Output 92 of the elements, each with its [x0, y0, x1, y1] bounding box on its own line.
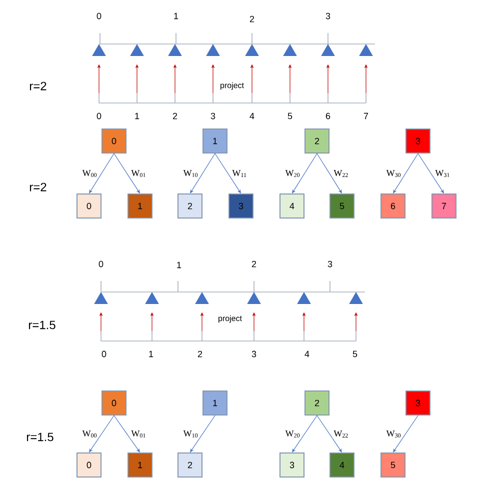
- edge-label: W$_{20}$: [284, 169, 302, 178]
- number-box: 2: [178, 194, 202, 218]
- number-box: 3: [280, 452, 304, 478]
- arrow: [292, 415, 318, 452]
- number-box: 1: [202, 128, 228, 154]
- axis-number: 0: [96, 112, 102, 120]
- triangle-marker: [349, 292, 363, 304]
- axis-number: 4: [304, 350, 310, 358]
- arrow: [114, 153, 140, 194]
- arrow: [89, 153, 114, 194]
- edge-label: W$_{00}$: [81, 430, 98, 438]
- number-box: 2: [304, 128, 330, 154]
- axis-number: 2: [252, 260, 256, 268]
- edge-label: W$_{00}$: [81, 169, 98, 178]
- triangle-marker: [92, 44, 106, 56]
- number-box: 0: [76, 194, 102, 218]
- number-box: 1: [128, 452, 152, 478]
- triangle-marker: [195, 292, 209, 304]
- axis-number: 0: [96, 12, 102, 20]
- number-box: 5: [380, 452, 406, 478]
- arrow: [393, 153, 418, 194]
- axis-number: 3: [328, 260, 332, 268]
- edge-label: W$_{10}$: [182, 430, 200, 438]
- number-box: 4: [280, 194, 304, 218]
- triangle-marker: [247, 292, 261, 304]
- triangle-marker: [283, 44, 297, 56]
- row-label: r=1.5: [28, 320, 56, 330]
- axis-number: 2: [250, 16, 254, 22]
- number-box: 2: [304, 390, 330, 416]
- arrow: [214, 153, 241, 194]
- number-box: 0: [76, 452, 102, 478]
- edge-label: W$_{31}$: [434, 169, 452, 178]
- project-label: project: [218, 315, 242, 323]
- number-box: 0: [102, 390, 126, 416]
- project-label: project: [220, 82, 244, 90]
- edge-label: W$_{30}$: [385, 430, 402, 438]
- edge-label: W$_{11}$: [231, 169, 248, 178]
- number-box: 6: [380, 194, 406, 218]
- axis-number: 3: [326, 12, 330, 20]
- edge-label: W$_{20}$: [284, 430, 302, 438]
- number-box: 3: [406, 390, 430, 416]
- number-box: 3: [228, 194, 254, 218]
- row-label: r=2: [30, 82, 46, 90]
- number-box: 7: [432, 194, 456, 218]
- row-label: r=2: [30, 182, 46, 192]
- triangle-marker: [297, 292, 311, 304]
- axis-number: 5: [288, 112, 292, 120]
- edge-label: W$_{10}$: [182, 169, 200, 178]
- number-box: 0: [102, 128, 126, 154]
- arrow: [393, 415, 418, 452]
- axis-number: 2: [198, 350, 202, 358]
- axis-number: 7: [364, 112, 368, 120]
- number-box: 1: [128, 194, 152, 218]
- arrow: [190, 415, 216, 452]
- axis-number: 1: [174, 12, 178, 20]
- triangle-marker: [168, 44, 182, 56]
- arrow: [418, 153, 444, 194]
- axis-number: 5: [352, 350, 358, 358]
- triangle-marker: [321, 44, 335, 56]
- edge-label: W$_{30}$: [385, 169, 402, 178]
- edge-label: W$_{01}$: [130, 169, 148, 178]
- number-box: 2: [178, 452, 202, 478]
- axis-number: 0: [102, 350, 106, 358]
- edge-label: W$_{22}$: [332, 169, 350, 178]
- triangle-marker: [145, 292, 159, 304]
- row-label: r=1.5: [26, 432, 54, 442]
- axis-number: 1: [135, 112, 140, 120]
- arrow: [316, 153, 342, 194]
- axis-number: 6: [326, 112, 330, 120]
- number-box: 4: [330, 452, 354, 478]
- number-box: 1: [202, 390, 228, 416]
- arrow: [316, 415, 342, 452]
- axis-number: 0: [98, 260, 104, 268]
- arrow: [89, 415, 114, 452]
- axis-number: 2: [172, 112, 178, 120]
- axis-number: 3: [210, 112, 216, 120]
- arrow: [190, 153, 216, 194]
- arrow: [114, 415, 140, 452]
- number-box: 5: [330, 194, 354, 218]
- edge-label: W$_{22}$: [332, 430, 350, 438]
- axis-number: 1: [149, 350, 154, 358]
- arrow: [292, 153, 318, 194]
- edge-label: W$_{01}$: [130, 430, 148, 438]
- triangle-marker: [359, 44, 373, 56]
- axis-number: 3: [252, 350, 256, 358]
- axis-number: 4: [250, 112, 254, 120]
- triangle-marker: [94, 292, 108, 304]
- triangle-marker: [130, 44, 144, 56]
- number-box: 3: [406, 128, 430, 154]
- triangle-marker: [245, 44, 259, 56]
- triangle-marker: [206, 44, 220, 56]
- axis-number: 1: [177, 262, 182, 268]
